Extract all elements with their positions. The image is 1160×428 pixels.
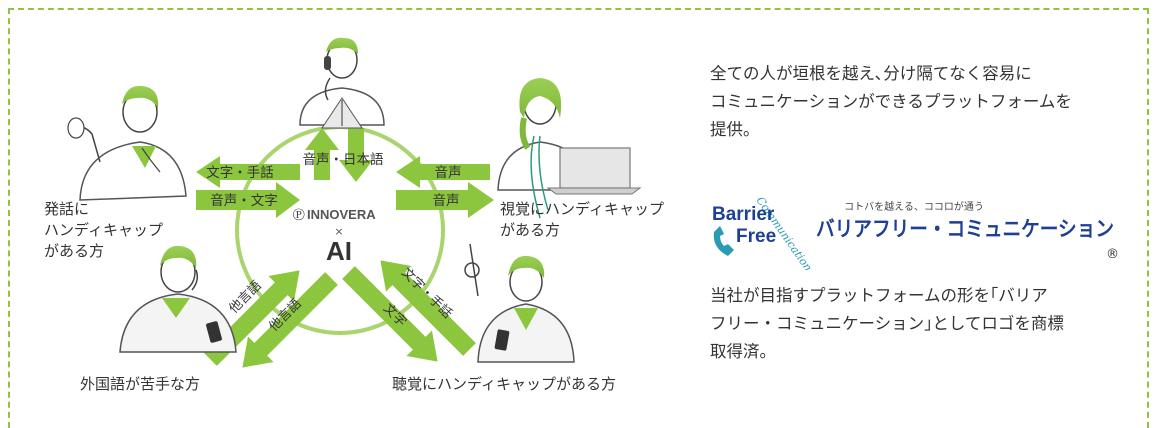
label-vision-line2: がある方 [500, 221, 561, 239]
platform-diagram: ℗ INNOVERA × AI 音声・日本語 文字・手話 音声・文字 音声 音声… [67, 37, 642, 368]
arrow-top-label: 音声・日本語 [303, 151, 384, 168]
center-times: × [334, 225, 343, 238]
center-brand: INNOVERA [307, 207, 376, 222]
innovera-mark-icon: ℗ [292, 205, 305, 225]
intro-line1: 全ての人が垣根を越え､分け隔てなく容易に [710, 64, 1032, 83]
person-hearing-illustration [464, 243, 575, 363]
logo-barrier: Barrier [712, 204, 775, 225]
barrier-free-logo: Communication Barrier Free コトバを越える、ココロが通… [712, 194, 1119, 270]
intro-line2: コミュニケーションができるプラットフォームを [710, 92, 1072, 111]
arrow-bottom-right-out [342, 266, 438, 362]
label-hearing: 聴覚にハンディキャップがある方 [392, 375, 616, 393]
label-vision-line1: 視覚にハンディキャップ [500, 200, 664, 218]
center-ai: AI [326, 236, 352, 266]
arrow-left-upper-label: 文字・手話 [206, 164, 274, 181]
label-vision: 視覚にハンディキャップ がある方 [500, 199, 664, 241]
label-speech-line2: ハンディキャップ [44, 221, 163, 239]
arrow-left-lower-label: 音声・文字 [210, 192, 278, 209]
label-speech: 発話に ハンディキャップ がある方 [44, 199, 163, 262]
label-foreign: 外国語が苦手な方 [80, 375, 201, 393]
label-speech-line1: 発話に [44, 200, 90, 218]
arrow-left-lower [196, 182, 300, 218]
logo-free: Free [736, 226, 776, 247]
trademark-line3: 取得済。 [710, 342, 776, 361]
intro-paragraph: 全ての人が垣根を越え､分け隔てなく容易に コミュニケーションができるプラットフォ… [710, 60, 1130, 144]
trademark-line2: フリー・コミュニケーション｣としてロゴを商標 [710, 314, 1064, 333]
label-speech-line3: がある方 [44, 242, 105, 260]
phone-handset-icon [713, 226, 734, 256]
arrow-bottom-left-in [242, 272, 338, 368]
arrow-top-up [305, 128, 339, 180]
dashed-frame [8, 8, 1149, 428]
arrow-right-upper [396, 156, 490, 188]
trademark-paragraph: 当社が目指すプラットフォームの形を｢バリア フリー・コミュニケーション｣としてロ… [710, 282, 1130, 366]
trademark-line1: 当社が目指すプラットフォームの形を｢バリア [710, 286, 1048, 305]
logo-tagline: コトバを越える、ココロが通う [844, 200, 984, 213]
person-speech-illustration [67, 85, 187, 201]
logo-registered: ® [1106, 247, 1119, 262]
intro-line3: 提供。 [710, 120, 760, 139]
description-panel: 全ての人が垣根を越え､分け隔てなく容易に コミュニケーションができるプラットフォ… [710, 60, 1130, 361]
person-vision-illustration [497, 78, 642, 219]
arrow-right-lower-label: 音声 [433, 192, 460, 209]
person-foreign-illustration [119, 245, 237, 353]
arrow-right-lower [396, 182, 494, 218]
arrow-top-down [339, 128, 373, 182]
person-phone-illustration [299, 37, 385, 129]
arrow-bottom-right-in [380, 260, 476, 356]
arrow-left-upper [196, 156, 300, 188]
center-logo: ℗ INNOVERA × AI [292, 205, 376, 266]
logo-main: バリアフリー・コミュニケーション [816, 217, 1114, 241]
arrow-right-upper-label: 音声 [435, 164, 462, 181]
